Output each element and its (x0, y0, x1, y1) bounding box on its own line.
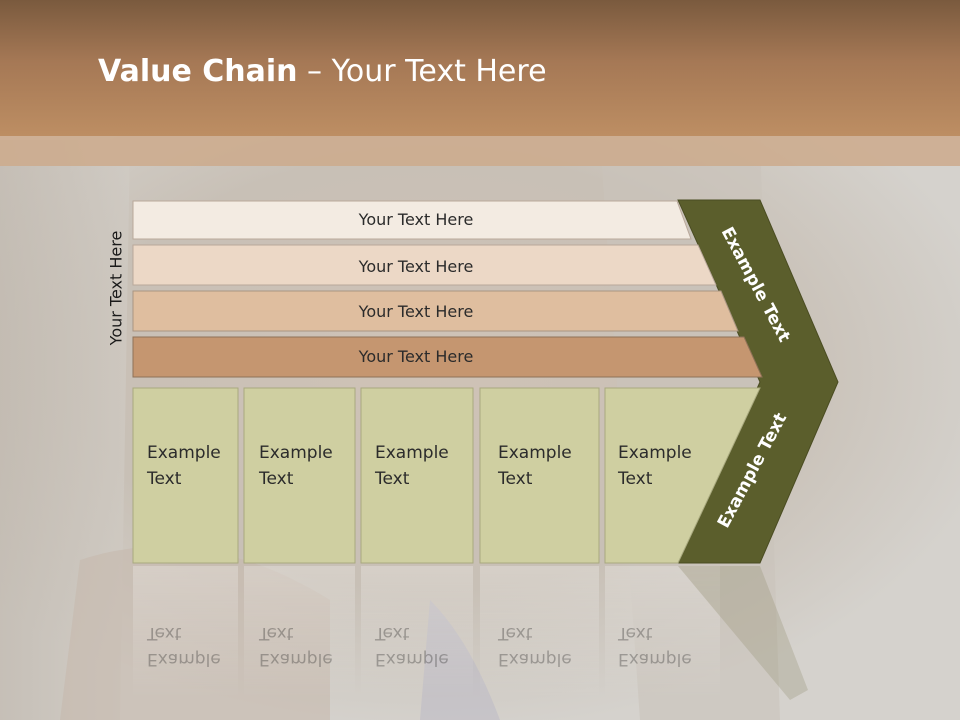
activity-box-4 (479, 387, 600, 564)
title-bold: Value Chain (98, 54, 298, 89)
activity-box-3-line2: Text (374, 469, 410, 489)
activity-box-2 (243, 387, 356, 564)
bar-3-label: Your Text Here (358, 302, 474, 321)
bar-2 (132, 244, 717, 286)
reflection-text: Text (497, 623, 533, 643)
reflection-text: Example (498, 649, 572, 669)
reflection: Example Text Example Text Example Text E… (133, 566, 808, 700)
activity-box-5-line1: Example (618, 443, 692, 463)
activity-box-5-line2: Text (617, 469, 653, 489)
bar-1 (132, 200, 692, 240)
activity-box-2-line1: Example (259, 443, 333, 463)
reflection-text: Text (617, 623, 653, 643)
activity-box-3 (360, 387, 474, 564)
activity-box-2-line2: Text (258, 469, 294, 489)
reflection-text: Example (147, 649, 221, 669)
value-chain-chevron (677, 199, 839, 564)
activity-box-1 (132, 387, 239, 564)
bar-1-label: Your Text Here (358, 210, 474, 229)
header-band (0, 0, 960, 136)
bar-4-label: Your Text Here (358, 347, 474, 366)
reflection-text: Example (375, 649, 449, 669)
activity-box-5 (604, 387, 761, 564)
reflection-text: Example (618, 649, 692, 669)
reflection-text: Text (374, 623, 410, 643)
activity-box-1-line2: Text (146, 469, 182, 489)
activity-box-4-line1: Example (498, 443, 572, 463)
reflection-text: Text (146, 623, 182, 643)
title-rest: – Your Text Here (297, 54, 547, 89)
slide-title: Value Chain – Your Text Here (98, 54, 547, 89)
activity-box-4-line2: Text (497, 469, 533, 489)
header-accent-strip (0, 136, 960, 166)
bar-2-label: Your Text Here (358, 257, 474, 276)
activity-box-1-line1: Example (147, 443, 221, 463)
bar-4 (132, 336, 763, 378)
activity-box-3-line1: Example (375, 443, 449, 463)
bar-3 (132, 290, 739, 332)
reflection-text: Text (258, 623, 294, 643)
reflection-text: Example (259, 649, 333, 669)
